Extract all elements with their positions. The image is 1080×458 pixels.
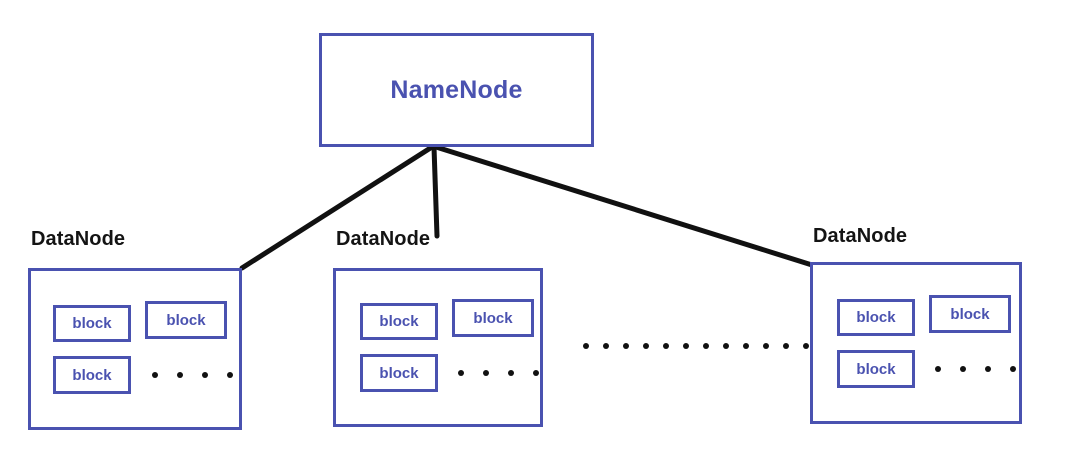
ellipsis-dot [152, 372, 158, 378]
block-label-3-2: block [950, 305, 990, 323]
block-label-2-1: block [379, 313, 419, 330]
ellipsis-dot [643, 343, 649, 349]
block-box-2-2[interactable]: block [452, 299, 534, 337]
block-label-1-2: block [166, 311, 206, 329]
block-box-2-3[interactable]: block [360, 354, 438, 392]
ellipsis-dot [603, 343, 609, 349]
ellipsis-dot [763, 343, 769, 349]
block-box-3-1[interactable]: block [837, 299, 915, 336]
datanode-box-2[interactable]: block block block [333, 268, 543, 427]
block-ellipsis-2 [458, 370, 539, 376]
namenode-box[interactable]: NameNode [319, 33, 594, 147]
ellipsis-dot [743, 343, 749, 349]
ellipsis-dot [177, 372, 183, 378]
block-label-2-2: block [473, 309, 513, 327]
block-box-2-1[interactable]: block [360, 303, 438, 340]
block-label-2-3: block [379, 364, 419, 382]
ellipsis-dot [783, 343, 789, 349]
block-label-1-3: block [72, 366, 112, 384]
ellipsis-dot [960, 366, 966, 372]
ellipsis-dot [483, 370, 489, 376]
block-ellipsis-3 [935, 366, 1016, 372]
ellipsis-dot [202, 372, 208, 378]
namenode-label: NameNode [390, 75, 523, 104]
ellipsis-dot [508, 370, 514, 376]
block-box-3-3[interactable]: block [837, 350, 915, 388]
block-label-3-3: block [856, 360, 896, 378]
block-box-3-2[interactable]: block [929, 295, 1011, 333]
ellipsis-dot [985, 366, 991, 372]
datanode-label-1: DataNode [31, 228, 126, 250]
ellipsis-dot [227, 372, 233, 378]
datanode-box-1[interactable]: block block block [28, 268, 242, 430]
block-box-1-3[interactable]: block [53, 356, 131, 394]
ellipsis-dot [703, 343, 709, 349]
ellipsis-dot [935, 366, 941, 372]
ellipsis-dot [663, 343, 669, 349]
ellipsis-dot [533, 370, 539, 376]
datanode-ellipsis-separator [583, 343, 809, 349]
block-label-1-1: block [72, 315, 112, 332]
datanode-box-3[interactable]: block block block [810, 262, 1022, 424]
ellipsis-dot [803, 343, 809, 349]
datanode-label-3: DataNode [813, 225, 908, 247]
ellipsis-dot [458, 370, 464, 376]
ellipsis-dot [583, 343, 589, 349]
ellipsis-dot [623, 343, 629, 349]
block-ellipsis-1 [152, 372, 233, 378]
ellipsis-dot [723, 343, 729, 349]
ellipsis-dot [1010, 366, 1016, 372]
block-label-3-1: block [856, 309, 896, 326]
block-box-1-1[interactable]: block [53, 305, 131, 342]
block-box-1-2[interactable]: block [145, 301, 227, 339]
ellipsis-dot [683, 343, 689, 349]
